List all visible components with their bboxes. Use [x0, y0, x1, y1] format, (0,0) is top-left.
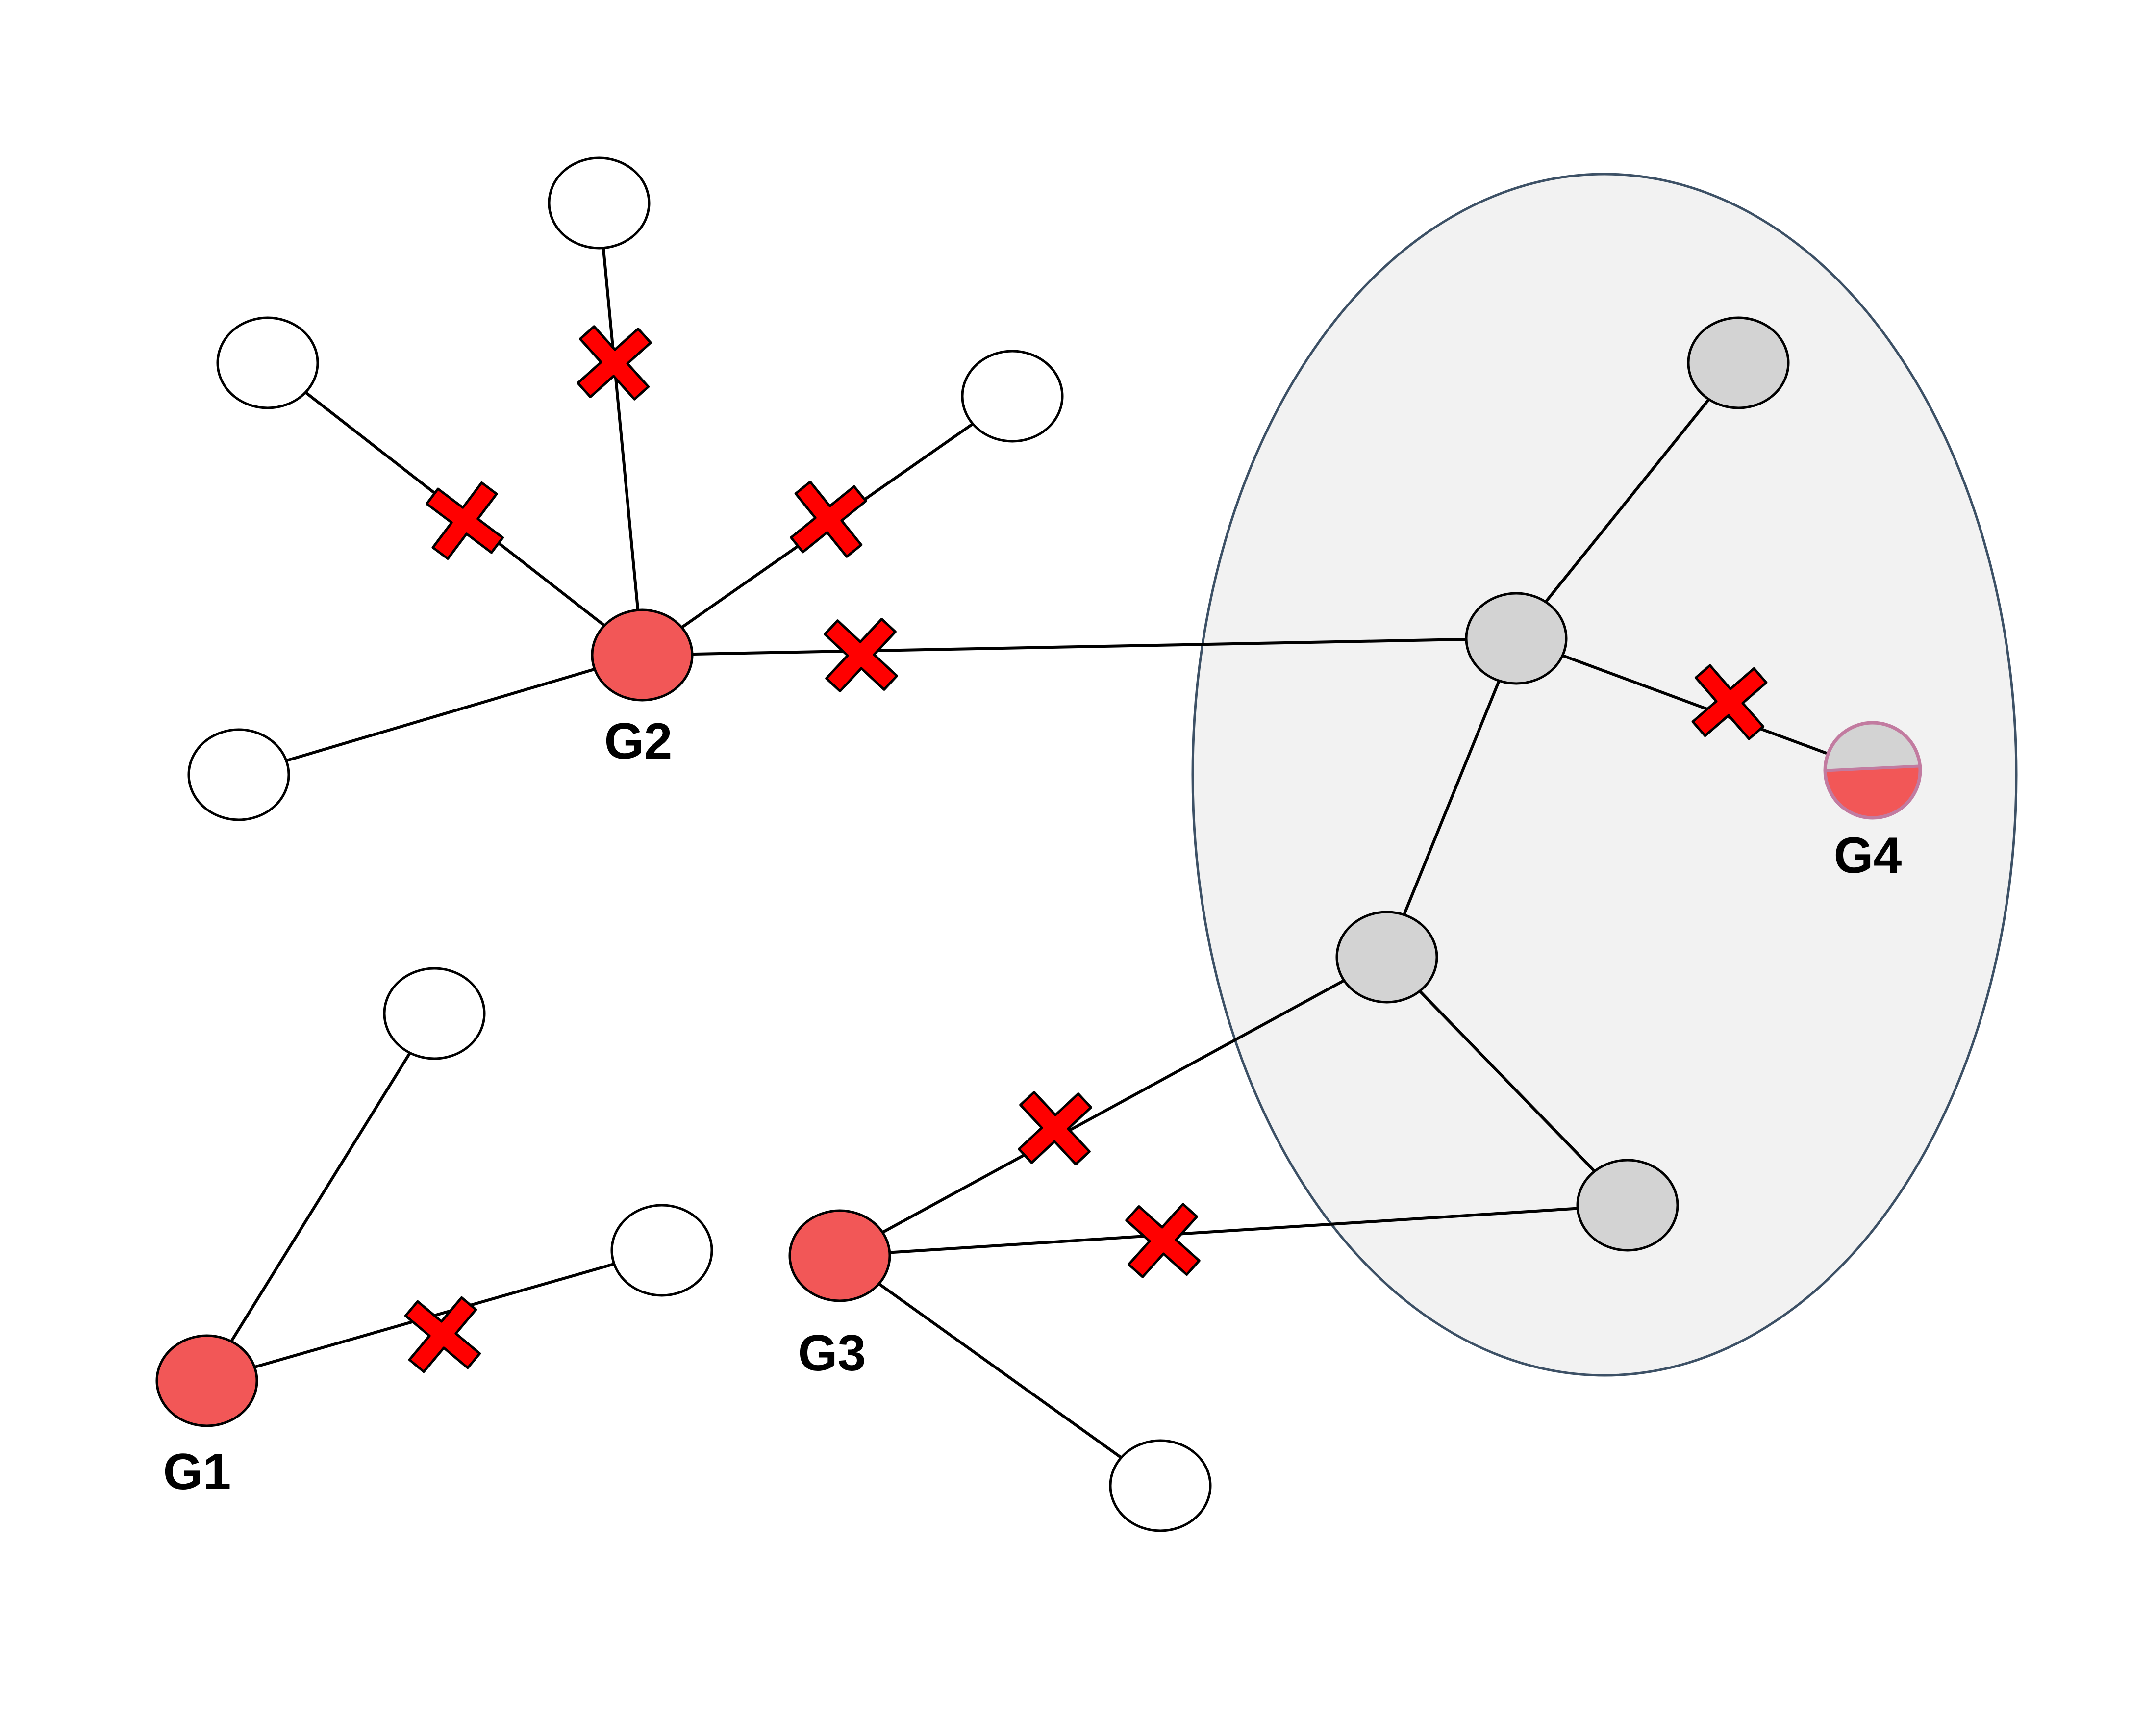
node-g2 [591, 608, 694, 702]
edge-g3-mid [839, 956, 1388, 1257]
node-labels: G2 G4 G3 G1 [163, 713, 1902, 1500]
label-g4: G4 [1834, 827, 1902, 884]
node-open [961, 350, 1064, 443]
node-cluster [1576, 1159, 1679, 1252]
edge-hub-top [1515, 362, 1740, 639]
cross-mark-icon [425, 481, 504, 560]
node-open [548, 156, 651, 250]
edge-g2-cluster-hub [642, 637, 1517, 657]
edge-g3-cluster-bottom [839, 1204, 1628, 1257]
node-cluster-hub [1465, 592, 1568, 685]
edge-g2-top [598, 203, 644, 656]
edge-g1-top [205, 1013, 436, 1382]
node-open [610, 1204, 713, 1297]
node-open [1109, 1439, 1212, 1532]
cross-mark-icon [823, 617, 899, 693]
edge-g2-bottom-left [238, 654, 643, 776]
edge-hub-g4 [1515, 637, 1874, 772]
node-open [383, 967, 486, 1060]
cluster-region [1191, 173, 2018, 1377]
node-cluster [1687, 316, 1790, 409]
nodes [155, 156, 1922, 1532]
edge-g3-bottom [839, 1254, 1161, 1487]
edge-hub-mid [1385, 637, 1518, 958]
cross-mark-icon [1125, 1203, 1201, 1278]
edge-mid-bottom [1385, 956, 1629, 1207]
label-g1: G1 [163, 1443, 231, 1500]
node-cluster [1335, 911, 1438, 1004]
cross-mark-icon [1017, 1090, 1093, 1166]
cut-marks [404, 325, 1768, 1373]
node-open [216, 316, 319, 409]
label-g3: G3 [798, 1325, 866, 1382]
node-g1 [155, 1334, 258, 1427]
cross-mark-icon [577, 325, 652, 401]
cross-mark-icon [1691, 664, 1768, 740]
cross-mark-icon [404, 1296, 481, 1373]
node-g4 [1823, 721, 1922, 820]
cross-mark-icon [790, 481, 867, 558]
node-g3 [788, 1209, 891, 1302]
label-g2: G2 [604, 713, 673, 770]
node-open [187, 728, 290, 821]
